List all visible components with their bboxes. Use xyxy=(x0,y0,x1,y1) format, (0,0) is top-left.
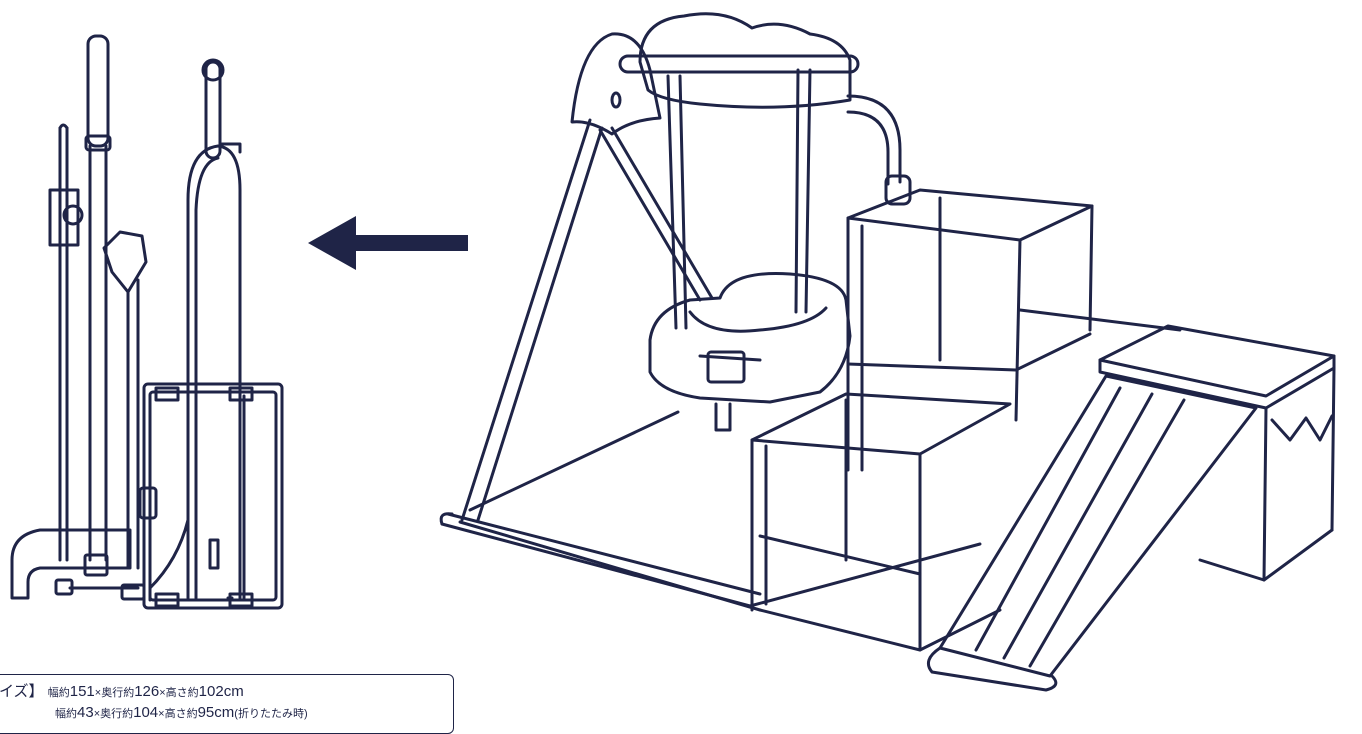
assembled-width-label: 幅約 xyxy=(47,687,70,699)
folded-playset-drawing xyxy=(10,34,284,610)
folded-note: (折りたたみ時) xyxy=(234,708,308,720)
assembled-playset-drawing xyxy=(439,12,1336,692)
size-heading: イズ】 xyxy=(0,683,44,700)
folded-depth-label: ×奥行約 xyxy=(93,708,134,720)
fold-direction-arrow xyxy=(308,216,468,270)
size-spec-box: イズ】 幅約151×奥行約126×高さ約102cm 幅約43×奥行約104×高さ… xyxy=(0,674,454,734)
folded-depth-value: 104 xyxy=(133,704,159,721)
assembled-depth-label: ×奥行約 xyxy=(94,687,135,699)
playset-illustration xyxy=(10,12,1336,692)
assembled-depth-value: 126 xyxy=(134,683,160,700)
folded-height-value: 95cm xyxy=(197,704,235,721)
assembled-height-value: 102cm xyxy=(198,683,244,700)
folded-size-line: 幅約43×奥行約104×高さ約95cm(折りたたみ時) xyxy=(55,705,308,720)
folded-height-label: ×高さ約 xyxy=(158,708,198,720)
assembled-width-value: 151 xyxy=(69,683,95,700)
folded-width-label: 幅約 xyxy=(55,708,77,720)
assembled-size-line: イズ】 幅約151×奥行約126×高さ約102cm xyxy=(0,684,244,699)
folded-width-value: 43 xyxy=(77,704,94,721)
assembled-height-label: ×高さ約 xyxy=(159,687,199,699)
